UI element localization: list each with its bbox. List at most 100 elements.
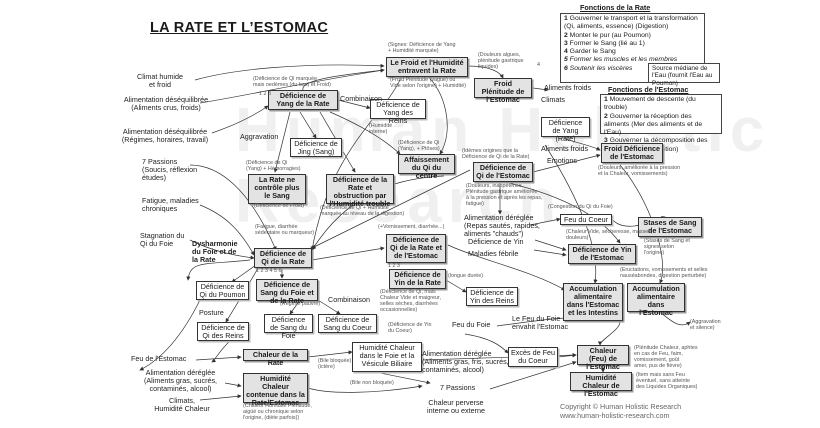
connector-arrow	[447, 244, 566, 291]
text-alimentation-dereglee: Alimentation déréglée (Repas sautés, rap…	[464, 213, 540, 239]
copyright: Copyright © Human Holistic Research www.…	[560, 402, 681, 420]
note-bile: (Bile bloquée) (ictère)	[318, 358, 352, 371]
note-123: 1 2 3	[259, 91, 271, 97]
connector-arrow	[289, 299, 301, 315]
connector-arrow	[557, 353, 577, 358]
text-combinaison-2: Combinaison	[328, 295, 370, 304]
connector-arrow	[195, 355, 242, 361]
box-froid-plenitude-estomac: Froid Plénitude de l'Estomac	[474, 78, 532, 104]
connector-arrow	[225, 267, 259, 323]
fonctions-estomac-item: 1 Mouvement de descente (du trouble)	[604, 96, 696, 112]
text-feu-estomac: Feu de l'Estomac	[131, 354, 187, 363]
connector-arrow	[597, 321, 621, 346]
box-stases-sang-estomac: Stases de Sang de l'Estomac	[638, 217, 702, 237]
note-froid-plenitude: (Froid Plénitude (vague) ou Vide selon l…	[390, 77, 466, 90]
text-fatigue: Fatigue, maladies chroniques	[142, 196, 199, 214]
connector-arrow	[464, 333, 509, 354]
connector-arrow	[194, 63, 385, 81]
box-froid-humidite: Le Froid et l'Humidité entravent la Rate	[386, 57, 468, 77]
box-def-qi-reins: Déficience de Qi des Reins	[197, 322, 249, 341]
text-alimentation-1: Alimentation déséquilibrée (Aliments cru…	[123, 95, 209, 113]
note-chaleur-humidite-signes: (Chaleur Humidité Plénitude, aigüé ou ch…	[243, 403, 312, 422]
box-humidite-chaleur-vb: Humidité Chaleur dans le Foie et la Vési…	[352, 342, 422, 372]
note-congestion: (Congestion du Qi du Foie)	[548, 204, 613, 210]
fonctions-rate-source: Source médiane de l'Eau (fournit l'Eau a…	[648, 63, 720, 87]
connector-arrow	[659, 311, 691, 326]
fonctions-rate-title: Fonctions de la Rate	[580, 3, 651, 12]
text-combinaison: Combinaison	[340, 94, 382, 103]
note-def-humidite: (Déficience de Qi + Humidité marquée au …	[320, 205, 405, 218]
box-froid-def-estomac: Froid Déficience de l'Estomac	[601, 143, 663, 163]
connector-arrow	[224, 382, 242, 388]
fonctions-estomac-item: 2 Gouverner la réception des aliments (M…	[604, 112, 703, 137]
note-longue-duree: (longue durée)	[448, 273, 484, 279]
fonctions-rate-item: 2 Monter le pur (au Poumon)	[564, 31, 651, 39]
connector-arrow	[467, 65, 504, 79]
note-signes-estomac: (Idèmes origines que la Déficience de Qi…	[462, 148, 530, 161]
connector-arrow	[273, 111, 291, 173]
connector-arrow	[307, 384, 423, 393]
connector-arrow	[445, 279, 467, 293]
fonctions-rate-item: 5 Former les muscles et les membres	[564, 56, 678, 64]
box-humidite-chaleur-rate: Humidité Chaleur contenue dans la Rate/E…	[243, 373, 308, 407]
connector-arrow	[311, 169, 471, 249]
text-climats-hc: Climats, Humidité Chaleur	[154, 396, 210, 414]
note-4: 4	[537, 62, 540, 68]
box-chaleur-rate: Chaleur de la Rate	[243, 349, 308, 367]
copyright-url: www.human-holistic-research.com	[560, 411, 670, 420]
page-title: LA RATE ET L’ESTOMAC	[150, 20, 329, 36]
box-chaleur-feu-estomac: Chaleur (Feu) de l'Estomac	[577, 345, 629, 371]
box-def-qi-rate-estomac: Déficience de Qi de la Rate et de l'Esto…	[386, 234, 446, 263]
copyright-line: Copyright © Human Holistic Research	[560, 402, 682, 411]
note-def-qi-poses: (Déficience de Qi (Yang), + Ptôses)	[398, 140, 440, 153]
fonctions-estomac-panel: 1 Mouvement de descente (du trouble) 2 G…	[600, 94, 722, 153]
text-7-passions-1: 7 Passions (Soucis, réflexion études)	[142, 157, 198, 183]
connector-arrow	[329, 111, 401, 155]
box-def-yang-rate-2: Déficience de Yang (Rate)	[541, 117, 590, 143]
connector-arrow	[529, 217, 561, 226]
note-fatigue-diarrhee: (Fatigue, diarrhée sédentaire ou marqueu…	[255, 224, 315, 237]
box-def-rate-obstruction: Déficience de la Rate et obstruction par…	[326, 174, 394, 208]
connector-arrow	[532, 87, 549, 92]
text-aliments-froids: Aliments froids	[544, 83, 592, 92]
text-alimentation-2: Alimentation déséquilibrée (Régimes, hor…	[121, 127, 209, 145]
fonctions-rate-item: 1 Gouverner le transport et la transform…	[564, 15, 698, 31]
connector-arrow	[534, 239, 567, 251]
connector-arrow	[504, 181, 621, 244]
note-humidite-interne: (Humidité interne)	[369, 123, 393, 136]
note-def-qi-marquee: (Déficience de Qi marquée mais oedèmes (…	[253, 76, 331, 89]
box-def-yang-reins: Déficience de Yang des Reins	[370, 99, 426, 125]
note-chaleur-vide: (Chaleur Vide, sécheresse, masses, doule…	[566, 229, 653, 242]
box-def-qi-poumon: Déficience de Qi du Poumon	[196, 281, 249, 300]
note-bile-2: (Bile non bloquée)	[350, 380, 394, 386]
connector-arrow	[139, 299, 201, 371]
connector-arrow	[311, 246, 385, 261]
text-posture: Posture	[199, 308, 224, 317]
note-douleurs-ameliorees: (Douleurs, améliorée à la pression et la…	[598, 165, 681, 178]
connector-arrow	[189, 164, 277, 251]
box-rate-controle-sang: La Rate ne contrôle plus le Sang	[248, 174, 306, 204]
box-def-yin-reins: Déficience de Yin des Reins	[466, 287, 518, 306]
connector-arrow	[559, 136, 601, 151]
note-signes-yang: (Signes: Déficience de Yang + Humidité m…	[388, 42, 456, 55]
text-chaleur-perverse: Chaleur perverse interne ou externe	[427, 398, 485, 416]
connector-arrow	[337, 99, 371, 110]
connector-arrow	[199, 394, 242, 401]
box-def-qi-rate: Déficience de Qi de la Rate	[254, 248, 312, 268]
text-dysharmonie: Dysharmonie du Foie et de la Rate	[192, 239, 238, 265]
connector-arrow	[425, 74, 448, 155]
note-def-qi-yin: (Déficience de Qi, mais Chaleur Vide et …	[380, 289, 442, 314]
text-aliments-froids-2: Aliments froids	[541, 144, 589, 153]
note-plenitude-chaleur: (Plénitude Chaleur, aphtes en cas de Feu…	[634, 345, 698, 370]
text-emotions: Emotions	[547, 156, 577, 165]
note-item-feu: (Item mais sans Feu éventuel, sans attei…	[636, 372, 698, 391]
box-def-sang-foie: Déficience de Sang du Foie	[264, 314, 313, 340]
text-7-passions-2: 7 Passions	[440, 383, 476, 392]
box-humidite-chaleur-estomac: Humidité Chaleur de l'Estomac	[570, 372, 632, 398]
note-123-2: 1 2 3	[388, 263, 400, 269]
note-def-qi-hemorragies: (Déficience de Qi (Yang) + Hémorragies)	[246, 160, 301, 173]
box-exces-feu-coeur: Excès de Feu du Coeur	[508, 347, 558, 367]
text-alimentation-dereglee-2: Alimentation déréglée (Aliments gras, fr…	[422, 349, 509, 375]
